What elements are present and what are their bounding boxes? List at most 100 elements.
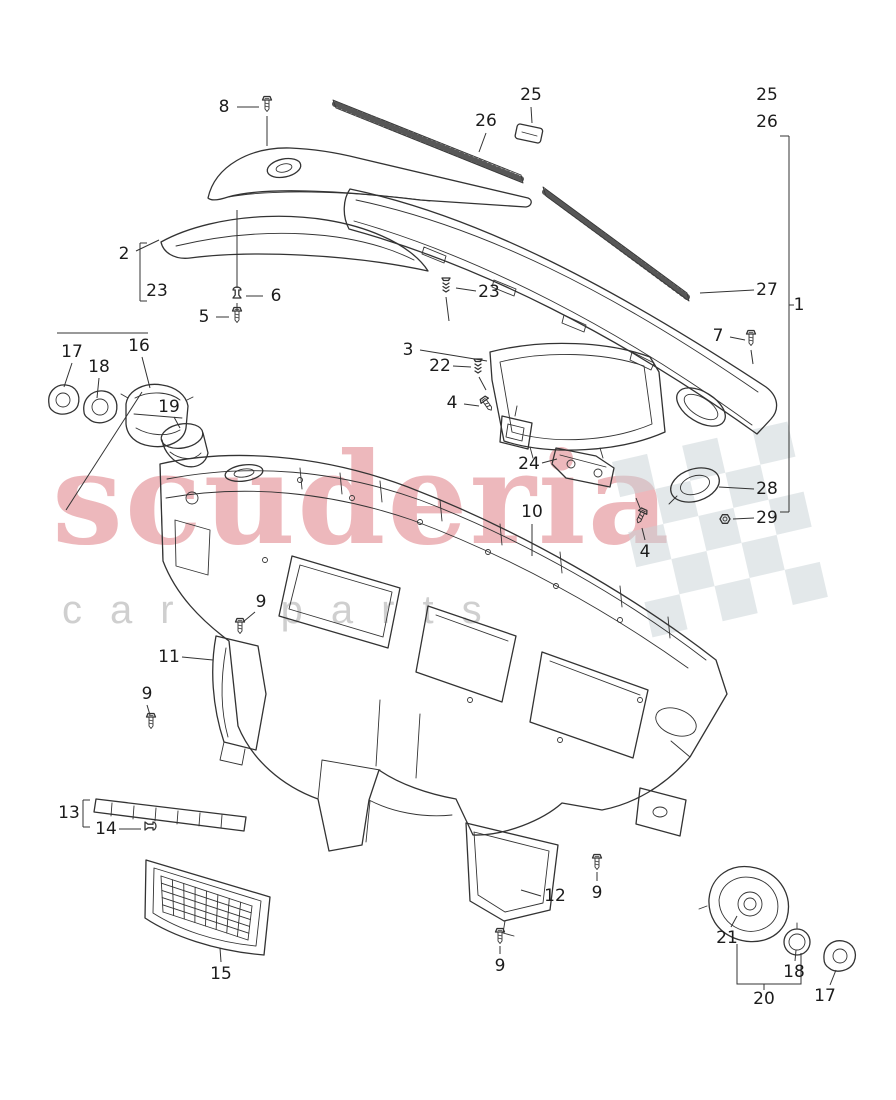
- part-callout-7[interactable]: 7: [713, 326, 724, 346]
- screw-glyph: [234, 617, 246, 634]
- leader-4-lower: [641, 527, 646, 541]
- leader-28: [718, 486, 755, 490]
- leader-9-top-left: [242, 611, 256, 623]
- leader-18-right: [794, 949, 797, 962]
- leader-12: [520, 889, 542, 897]
- part-10-main-body: [159, 454, 728, 852]
- leader-18-left: [96, 377, 100, 399]
- part-callout-13[interactable]: 13: [58, 803, 80, 823]
- screw-glyph: [636, 507, 648, 524]
- part-15-storage-tray: [144, 859, 271, 956]
- leader-lines: [57, 106, 837, 990]
- part-1-dash-top-panel: [343, 188, 778, 435]
- part-callout-9-bottom[interactable]: 9: [495, 956, 506, 976]
- part-callout-6[interactable]: 6: [271, 286, 282, 306]
- part-callout-11[interactable]: 11: [158, 647, 180, 667]
- part-callout-23-mid[interactable]: 23: [478, 282, 500, 302]
- part-top-shelf: [207, 147, 532, 208]
- tree-clip-glyph: [441, 277, 451, 293]
- part-callout-1[interactable]: 1: [794, 295, 805, 315]
- part-callout-9-left[interactable]: 9: [142, 684, 153, 704]
- leader-27: [699, 289, 755, 294]
- leader-22: [452, 365, 472, 368]
- part-24-hinge-bracket: [551, 447, 615, 488]
- part-callout-18-left[interactable]: 18: [88, 357, 110, 377]
- part-callout-27[interactable]: 27: [756, 280, 778, 300]
- leader-11: [181, 656, 214, 661]
- leader-7: [729, 336, 746, 341]
- part-callout-19[interactable]: 19: [158, 397, 180, 417]
- clip-22-line: [478, 376, 487, 391]
- part-28-cap: [668, 467, 720, 505]
- part-callout-26-right[interactable]: 26: [756, 112, 778, 132]
- vent-group-diagonal: [65, 391, 143, 511]
- part-callout-25-top[interactable]: 25: [520, 85, 542, 105]
- right-air-vents: [698, 866, 857, 972]
- part-callout-25-right[interactable]: 25: [756, 85, 778, 105]
- part-callout-18-right[interactable]: 18: [783, 962, 805, 982]
- leader-16: [141, 356, 151, 389]
- part-callout-9-top-left[interactable]: 9: [256, 592, 267, 612]
- part-2-trim-panel: [160, 215, 429, 272]
- leader-25-top: [530, 106, 533, 124]
- part-27-defroster-strip-right: [542, 186, 690, 302]
- left-air-vents: [48, 383, 209, 468]
- part-callout-12[interactable]: 12: [544, 886, 566, 906]
- leader-26-top: [478, 132, 487, 153]
- part-callout-5[interactable]: 5: [199, 307, 210, 327]
- tray-mesh-pattern: [160, 875, 253, 941]
- nut-glyph: [719, 514, 731, 524]
- screw-glyph: [494, 927, 506, 944]
- drawing-lines: [48, 99, 857, 972]
- part-callout-21[interactable]: 21: [716, 928, 738, 948]
- clip-glyph: [232, 286, 242, 299]
- part-callout-29[interactable]: 29: [756, 508, 778, 528]
- part-11-side-trim: [212, 635, 267, 766]
- tree-clip-glyph: [473, 358, 483, 374]
- fasteners: [144, 95, 757, 944]
- part-26-defroster-strip-left: [332, 99, 524, 184]
- part-callout-22[interactable]: 22: [429, 356, 451, 376]
- part-callout-16[interactable]: 16: [128, 336, 150, 356]
- leader-23-mid: [455, 287, 477, 292]
- part-callout-14[interactable]: 14: [95, 819, 117, 839]
- clip-23-line: [445, 296, 450, 322]
- screw-glyph: [231, 306, 243, 323]
- leader-2: [135, 239, 160, 252]
- leader-29: [732, 517, 755, 520]
- part-callout-24[interactable]: 24: [518, 454, 540, 474]
- screw-glyph: [145, 712, 157, 729]
- bracket-20: [736, 944, 802, 985]
- leader-21: [730, 915, 738, 928]
- part-latch-bracket: [499, 405, 533, 450]
- screw-4-lower-line: [635, 497, 641, 509]
- part-callout-28[interactable]: 28: [756, 479, 778, 499]
- screw-7-line: [750, 349, 754, 365]
- part-callout-26-top[interactable]: 26: [475, 111, 497, 131]
- leader-24: [541, 458, 558, 464]
- part-callout-23-left[interactable]: 23: [146, 281, 168, 301]
- screw-glyph: [261, 95, 273, 112]
- part-callout-4-upper[interactable]: 4: [447, 393, 458, 413]
- part-callout-17-left[interactable]: 17: [61, 342, 83, 362]
- part-callout-8[interactable]: 8: [219, 97, 230, 117]
- part-callout-10[interactable]: 10: [521, 502, 543, 522]
- leader-17-right: [829, 969, 837, 986]
- part-3-glovebox-lid: [489, 342, 666, 459]
- part-callout-3[interactable]: 3: [403, 340, 414, 360]
- leader-4-upper: [463, 403, 480, 407]
- part-13-sill-strip: [93, 798, 247, 832]
- lower-right-bracket: [635, 787, 687, 837]
- part-12-lower-panel: [465, 822, 559, 937]
- part-callout-15[interactable]: 15: [210, 964, 232, 984]
- part-callout-17-right[interactable]: 17: [814, 986, 836, 1006]
- part-callout-4-lower[interactable]: 4: [640, 542, 651, 562]
- part-callout-20[interactable]: 20: [753, 989, 775, 1009]
- leader-19: [173, 416, 181, 429]
- part-callout-9-right[interactable]: 9: [592, 883, 603, 903]
- leader-15: [219, 947, 222, 963]
- part-callout-2[interactable]: 2: [119, 244, 130, 264]
